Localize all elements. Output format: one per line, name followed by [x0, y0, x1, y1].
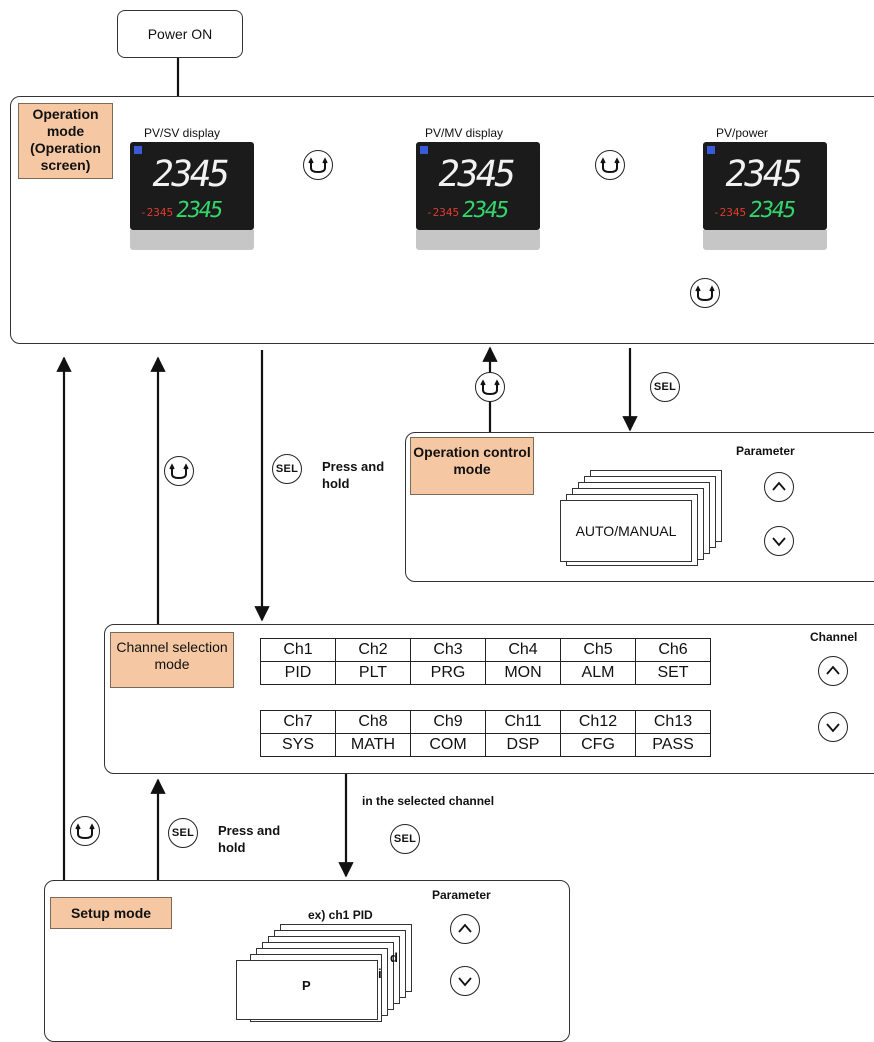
display-key-icon	[308, 157, 328, 174]
channel-cell: Ch13	[635, 710, 711, 734]
sel-button[interactable]: SEL	[168, 818, 198, 848]
channel-name-cell: SYS	[260, 733, 336, 757]
channel-cell: Ch5	[560, 638, 636, 662]
controller-display-pv-power: 2345 -2345 2345	[703, 142, 827, 250]
down-arrow-button[interactable]	[450, 966, 480, 996]
display-key-button[interactable]	[303, 150, 333, 180]
controller-keypad	[703, 230, 827, 250]
mv-value: 2345	[459, 198, 510, 223]
display-key-icon	[695, 285, 715, 302]
aux-value: -2345	[713, 206, 747, 219]
up-arrow-icon	[826, 665, 840, 675]
display-key-icon	[480, 379, 500, 396]
channel-cell: Ch1	[260, 638, 336, 662]
channel-cell: Ch4	[485, 638, 561, 662]
parameter-label: Parameter	[432, 888, 491, 902]
channel-label: Channel	[810, 630, 858, 644]
channel-name-cell: CFG	[560, 733, 636, 757]
display-key-button[interactable]	[164, 456, 194, 486]
channel-name-cell: MON	[485, 661, 561, 685]
down-arrow-icon	[458, 977, 472, 987]
power-value: 2345	[746, 198, 797, 223]
channel-table-row2: Ch7 Ch8 Ch9 Ch11 Ch12 Ch13 SYS MATH COM …	[260, 710, 711, 757]
controller-display-pv-mv: 2345 -2345 2345	[416, 142, 540, 250]
display-key-icon	[169, 463, 189, 480]
power-on-box: Power ON	[117, 10, 243, 58]
aux-value: -2345	[140, 206, 174, 219]
up-arrow-icon	[458, 923, 472, 933]
up-arrow-button[interactable]	[764, 472, 794, 502]
power-on-label: Power ON	[147, 26, 213, 42]
display-key-button[interactable]	[475, 372, 505, 402]
channel-cell: Ch9	[410, 710, 486, 734]
param-i-label: i	[378, 966, 382, 981]
operation-mode-title: Operation mode (Operation screen)	[18, 103, 113, 179]
display-label-pv-sv: PV/SV display	[144, 126, 221, 140]
channel-name-cell: MATH	[335, 733, 411, 757]
sel-button[interactable]: SEL	[390, 824, 420, 854]
parameter-label: Parameter	[736, 444, 795, 458]
sel-button[interactable]: SEL	[650, 372, 680, 402]
channel-name-cell: PLT	[335, 661, 411, 685]
sv-value: 2345	[173, 198, 224, 223]
param-d-label: d	[390, 950, 398, 965]
down-arrow-button[interactable]	[818, 712, 848, 742]
press-and-hold-label: Press and hold	[218, 823, 281, 855]
aux-value: -2345	[426, 206, 460, 219]
display-key-button[interactable]	[595, 150, 625, 180]
channel-name-cell: PASS	[635, 733, 711, 757]
display-label-pv-power: PV/power	[716, 126, 769, 140]
down-arrow-icon	[772, 537, 786, 547]
controller-keypad	[130, 230, 254, 250]
channel-selection-mode-title: Channel selection mode	[110, 632, 234, 688]
channel-cell: Ch12	[560, 710, 636, 734]
brand-logo-icon	[420, 146, 428, 154]
param-p-label: P	[302, 978, 311, 993]
pv-value: 2345	[721, 154, 804, 195]
channel-cell: Ch8	[335, 710, 411, 734]
display-key-icon	[600, 157, 620, 174]
controller-display-pv-sv: 2345 -2345 2345	[130, 142, 254, 250]
channel-name-cell: SET	[635, 661, 711, 685]
channel-name-cell: DSP	[485, 733, 561, 757]
in-selected-channel-label: in the selected channel	[362, 794, 495, 808]
pv-value: 2345	[148, 154, 231, 195]
channel-cell: Ch11	[485, 710, 561, 734]
channel-cell: Ch2	[335, 638, 411, 662]
display-label-pv-mv: PV/MV display	[425, 126, 504, 140]
pv-value: 2345	[434, 154, 517, 195]
down-arrow-icon	[826, 723, 840, 733]
channel-cell: Ch7	[260, 710, 336, 734]
display-key-button[interactable]	[690, 278, 720, 308]
parameter-card-p	[236, 960, 378, 1020]
operation-control-mode-title: Operation control mode	[410, 437, 534, 495]
up-arrow-button[interactable]	[818, 656, 848, 686]
display-key-button[interactable]	[70, 816, 100, 846]
up-arrow-icon	[772, 481, 786, 491]
channel-name-cell: PID	[260, 661, 336, 685]
setup-mode-title: Setup mode	[50, 897, 172, 929]
example-label: ex) ch1 PID	[308, 908, 373, 922]
up-arrow-button[interactable]	[450, 914, 480, 944]
channel-name-cell: ALM	[560, 661, 636, 685]
down-arrow-button[interactable]	[764, 526, 794, 556]
channel-table-row1: Ch1 Ch2 Ch3 Ch4 Ch5 Ch6 PID PLT PRG MON …	[260, 638, 711, 685]
brand-logo-icon	[707, 146, 715, 154]
channel-name-cell: PRG	[410, 661, 486, 685]
auto-manual-card: AUTO/MANUAL	[560, 500, 692, 562]
channel-cell: Ch3	[410, 638, 486, 662]
channel-cell: Ch6	[635, 638, 711, 662]
display-key-icon	[75, 823, 95, 840]
channel-name-cell: COM	[410, 733, 486, 757]
sel-button[interactable]: SEL	[272, 454, 302, 484]
controller-keypad	[416, 230, 540, 250]
press-and-hold-label: Press and hold	[322, 459, 385, 491]
brand-logo-icon	[134, 146, 142, 154]
